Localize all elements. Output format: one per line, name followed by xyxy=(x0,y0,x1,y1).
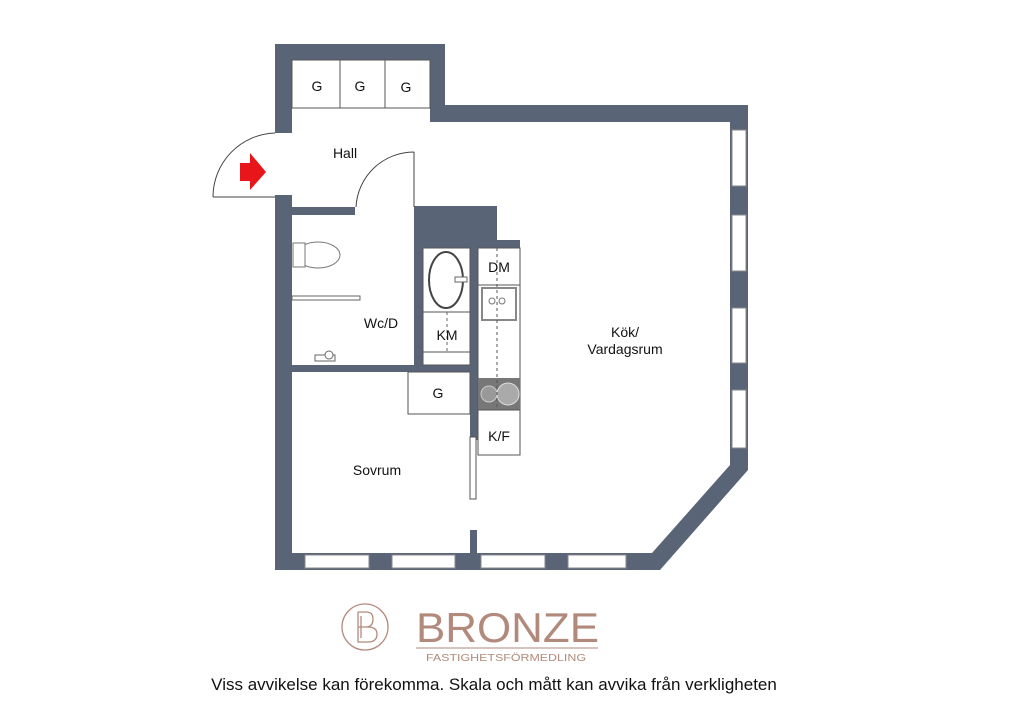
appliance-label-dm: DM xyxy=(488,259,510,275)
svg-text:FASTIGHETSFÖRMEDLING: FASTIGHETSFÖRMEDLING xyxy=(426,652,586,664)
walls xyxy=(275,44,748,570)
shower-mixer-icon xyxy=(314,350,336,362)
disclaimer-caption: Viss avvikelse kan förekomma. Skala och … xyxy=(211,675,777,694)
windows xyxy=(304,129,747,569)
closet-label: G xyxy=(401,79,412,95)
entry-arrow-icon xyxy=(240,153,266,190)
room-label-bedroom: Sovrum xyxy=(353,462,401,478)
hall-closets xyxy=(291,59,431,109)
room-label-kitchen: Kök/ xyxy=(611,324,639,340)
kitchen-sink-icon xyxy=(481,287,517,321)
sliding-door xyxy=(469,436,477,500)
room-label-wc: Wc/D xyxy=(364,315,398,331)
room-label-living: Vardagsrum xyxy=(587,341,662,357)
closet-label: G xyxy=(355,78,366,94)
entry-door xyxy=(212,132,276,198)
appliance-label-kf: K/F xyxy=(488,428,510,444)
room-label-hall: Hall xyxy=(333,145,357,161)
shower-screen xyxy=(291,295,361,301)
closet-label: G xyxy=(312,78,323,94)
bronze-logo: BRONZE FASTIGHETSFÖRMEDLING xyxy=(341,603,599,664)
kitchen-counter xyxy=(477,247,521,456)
closet-label-bedroom: G xyxy=(433,385,444,401)
svg-text:BRONZE: BRONZE xyxy=(416,604,599,651)
toilet-icon xyxy=(292,241,341,269)
bedroom-closet xyxy=(407,371,471,415)
appliance-label-km: KM xyxy=(437,327,458,343)
wc-door xyxy=(355,151,415,208)
